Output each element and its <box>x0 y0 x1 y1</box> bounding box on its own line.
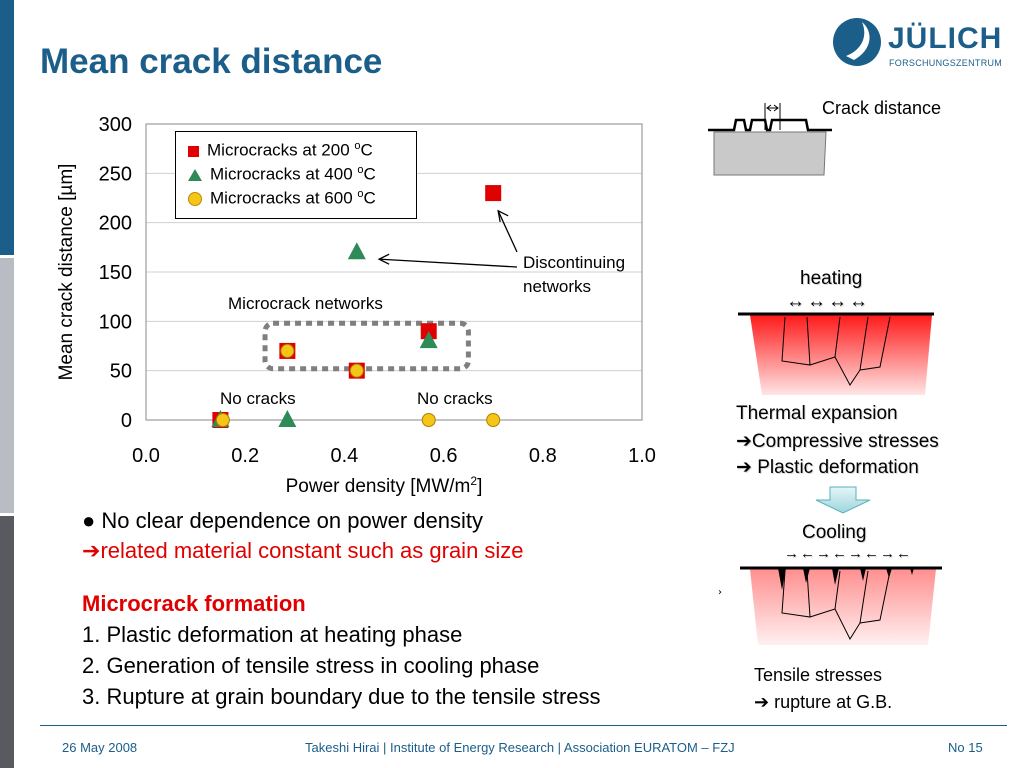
legend-unit: C <box>360 140 373 160</box>
arrowhead-1 <box>497 209 509 222</box>
annotation-no-cracks-right: No cracks <box>417 389 493 408</box>
cooling-sketch: › <box>718 566 942 645</box>
heating-sketch <box>738 312 934 395</box>
logo-subtitle: FORSCHUNGSZENTRUM <box>889 58 1003 68</box>
annotation-no-cracks-left: No cracks <box>220 389 296 408</box>
legend-label: Microcracks at 200 <box>207 140 355 160</box>
data-point-circle <box>421 413 436 427</box>
conclusion-bullets: ● No clear dependence on power density ➔… <box>82 506 524 566</box>
x-tick-label: 1.0 <box>628 445 656 467</box>
svg-text:›: › <box>718 587 722 598</box>
y-axis-label: Mean crack distance [µm] <box>56 164 77 381</box>
cooling-label: Cooling <box>802 522 867 543</box>
x-tick-label: 0.0 <box>132 445 160 467</box>
right-arrow-icon: ➔ <box>754 692 770 712</box>
data-points <box>211 185 502 428</box>
crack-distance-sketch <box>708 103 832 176</box>
side-bar-middle <box>0 258 14 513</box>
bullet-line: ● No clear dependence on power density <box>82 506 524 536</box>
side-bar-top <box>0 0 14 255</box>
heating-label: heating <box>800 268 863 289</box>
data-point-triangle <box>419 331 438 349</box>
related-line: ➔related material constant such as grain… <box>82 536 524 566</box>
right-arrow-icon: ➔ <box>82 538 101 563</box>
formation-step: 3. Rupture at grain boundary due to the … <box>82 684 601 709</box>
down-arrow-icon <box>815 486 871 514</box>
logo-mark-icon <box>833 18 881 66</box>
cooling-arrows-icon: →←→←→←→← <box>784 545 912 562</box>
discontinuing-arrow-2 <box>379 258 518 268</box>
plastic-deformation-line: ➔ Plastic deformation <box>736 456 919 479</box>
tensile-stress-label: Tensile stresses <box>754 665 883 685</box>
logo-name: JÜLICH <box>888 22 1003 55</box>
mechanism-diagram: › <box>708 103 942 645</box>
bullet-dot-icon: ● <box>82 508 96 533</box>
related-text: related material constant such as grain … <box>100 538 524 563</box>
degree-mark: o <box>357 188 364 200</box>
plot-area <box>145 123 643 421</box>
x-tick-label: 0.6 <box>430 445 458 467</box>
right-arrow-icon: ➔ <box>736 431 752 452</box>
x-tick-label: 0.2 <box>231 445 259 467</box>
juelich-logo: JÜLICH FORSCHUNGSZENTRUM <box>832 14 1012 74</box>
legend-entry-600: Microcracks at 600 oC <box>188 188 376 209</box>
legend-entry-200: Microcracks at 200 oC <box>188 140 373 161</box>
page-title: Mean crack distance <box>40 42 383 81</box>
tick-labels: 0 50 100 150 200 250 300 0.0 0.2 0.4 0.6 0.8 1.0 <box>99 114 656 467</box>
data-point-square <box>485 185 502 202</box>
annotation-microcrack-networks: Microcrack networks <box>228 294 383 313</box>
side-bar-bottom <box>0 516 14 768</box>
rupture-label: rupture at G.B. <box>769 692 893 712</box>
microcrack-formation: Microcrack formation 1. Plastic deformat… <box>82 588 601 712</box>
formation-step: 1. Plastic deformation at heating phase <box>82 622 463 647</box>
chart-legend: Microcracks at 200 oC Microcracks at 400… <box>175 131 417 219</box>
y-tick-label: 150 <box>99 262 132 284</box>
bullet-text: No clear dependence on power density <box>101 508 484 533</box>
annotation-discontinuing: Discontinuing <box>523 253 626 272</box>
legend-unit: C <box>363 188 376 208</box>
x-tick-label: 0.4 <box>330 445 358 467</box>
data-point-circle <box>215 413 230 427</box>
data-point-circle <box>280 343 295 358</box>
y-tick-label: 100 <box>99 311 132 333</box>
data-point-triangle <box>347 242 366 260</box>
arrowhead-2 <box>377 253 390 265</box>
footer-page-number: No 15 <box>948 740 983 755</box>
x-axis-label: Power density [MW/m2] <box>286 474 483 497</box>
heating-arrows-icon: ↔↔↔↔ <box>786 291 870 312</box>
data-point-circle <box>349 363 364 378</box>
legend-unit: C <box>363 164 376 184</box>
y-tick-label: 300 <box>99 114 132 136</box>
formation-heading: Microcrack formation <box>82 591 306 616</box>
yellow-circle-marker-icon <box>188 192 202 207</box>
thermal-expansion-label: Thermal expansion <box>736 403 898 424</box>
y-tick-label: 0 <box>121 410 132 432</box>
formation-step: 2. Generation of tensile stress in cooli… <box>82 653 540 678</box>
right-arrow-icon: ➔ <box>736 457 752 478</box>
y-tick-label: 50 <box>110 361 132 383</box>
discontinuing-arrow-1 <box>497 210 518 253</box>
plastic-label: Plastic deformation <box>751 457 919 478</box>
degree-mark: o <box>357 164 364 176</box>
legend-entry-400: Microcracks at 400 oC <box>188 164 376 185</box>
red-square-marker-icon <box>188 145 199 157</box>
green-triangle-marker-icon <box>188 169 202 182</box>
footer-divider <box>40 725 1007 726</box>
microcrack-networks-box <box>262 320 471 372</box>
compressive-stress-line: ➔Compressive stresses <box>736 430 939 453</box>
footer-author: Takeshi Hirai | Institute of Energy Rese… <box>305 740 735 755</box>
x-tick-label: 0.8 <box>529 445 557 467</box>
rupture-line: ➔ rupture at G.B. <box>754 692 892 713</box>
data-point-triangle <box>278 410 297 427</box>
data-point-circle <box>486 413 501 427</box>
crack-distance-label: Crack distance <box>822 98 942 118</box>
footer-date: 26 May 2008 <box>62 740 138 755</box>
legend-label: Microcracks at 400 <box>210 164 358 184</box>
y-tick-label: 200 <box>99 213 132 235</box>
legend-label: Microcracks at 600 <box>210 188 358 208</box>
degree-mark: o <box>354 140 361 152</box>
compressive-label: Compressive stresses <box>751 431 939 452</box>
y-tick-label: 250 <box>99 163 132 185</box>
annotation-networks: networks <box>523 277 592 296</box>
